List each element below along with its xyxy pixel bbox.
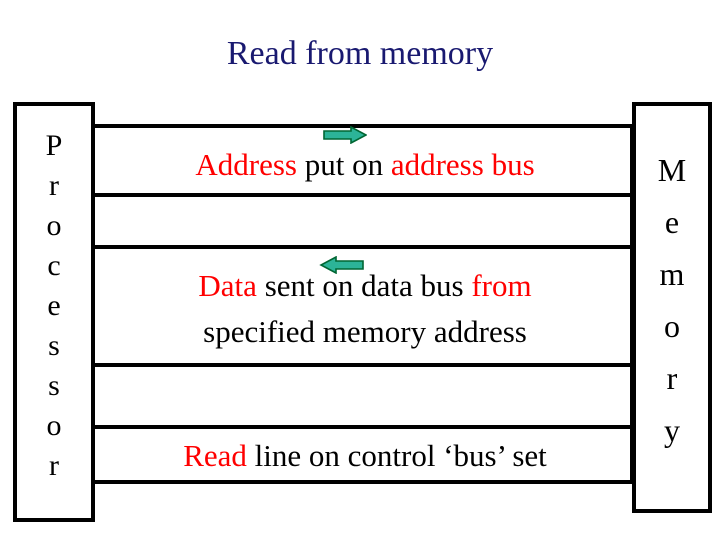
- bus-line-6: [95, 480, 634, 484]
- memory-box: M e m o r y: [632, 102, 712, 513]
- arrow-right-address-bus: [323, 126, 367, 144]
- data-bus-label-part-1: Data: [198, 268, 265, 303]
- bus-line-3: [95, 245, 634, 249]
- control-bus-label: Read line on control ‘bus’ set: [99, 437, 631, 475]
- bus-line-4: [95, 363, 634, 367]
- processor-letter: s: [48, 369, 60, 402]
- bus-line-5: [95, 425, 634, 429]
- data-bus-label-part-3: from: [471, 268, 532, 303]
- processor-letter: c: [47, 249, 61, 282]
- data-bus-label-part-2: sent on data bus: [264, 268, 472, 303]
- processor-box: P r o c e s s o r: [13, 102, 95, 522]
- memory-letter: e: [664, 204, 680, 240]
- processor-letter: e: [47, 289, 61, 322]
- bus-line-1: [95, 124, 634, 128]
- address-bus-label-part-1: Address: [195, 147, 305, 182]
- address-bus-label-part-3: address bus: [390, 147, 535, 182]
- processor-letter: o: [46, 409, 62, 442]
- page-title: Read from memory: [226, 35, 494, 72]
- control-bus-label-part-2: line on control ‘bus’ set: [254, 438, 547, 473]
- memory-letter: m: [659, 256, 685, 292]
- address-bus-label: Address put on address bus: [99, 146, 631, 184]
- memory-letter: o: [664, 308, 680, 344]
- memory-letter: y: [664, 412, 680, 448]
- bus-line-2: [95, 193, 634, 197]
- data-bus-label: Data sent on data bus from specified mem…: [99, 267, 631, 351]
- memory-letter: M: [657, 152, 687, 188]
- processor-letter: o: [46, 209, 62, 242]
- data-bus-label-line-2: specified memory address: [203, 314, 527, 349]
- processor-letter: P: [45, 129, 63, 162]
- processor-letter: r: [49, 449, 59, 482]
- data-bus-label-line-1: Data sent on data bus from: [99, 267, 631, 305]
- memory-letter: r: [666, 360, 678, 396]
- processor-letter: s: [48, 329, 60, 362]
- control-bus-label-part-1: Read: [183, 438, 255, 473]
- processor-letter: r: [49, 169, 59, 202]
- address-bus-label-part-2: put on: [304, 147, 391, 182]
- arrow-left-data-bus: [319, 256, 364, 274]
